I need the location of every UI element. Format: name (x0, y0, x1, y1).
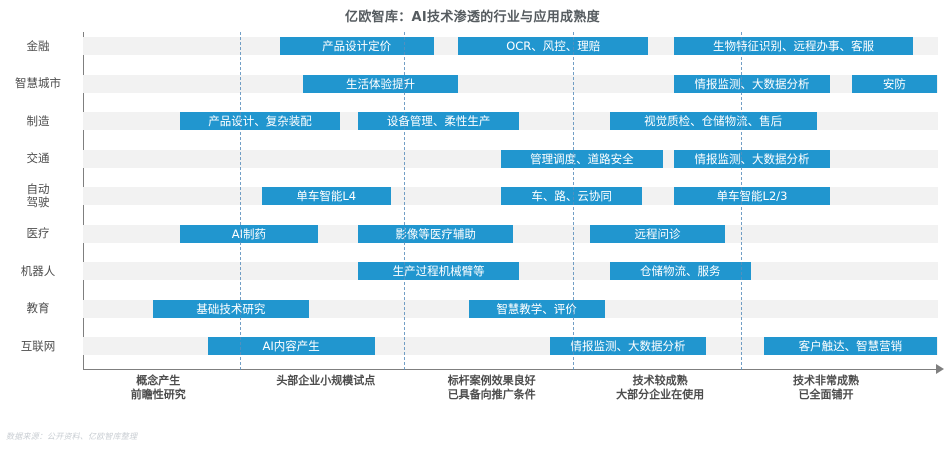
chart-row: 产品设计定价 OCR、风控、理赔 生物特征识别、远程办事、客服 (83, 37, 938, 55)
row-label-line: 机器人 (20, 263, 56, 278)
row-label-line: 智慧城市 (15, 76, 61, 90)
x-axis-caption-line: 技术非常成熟 (792, 374, 859, 387)
row-label-line: 自动 (26, 182, 50, 196)
chart-row: AI制药 影像等医疗辅助 远程问诊 (83, 224, 938, 243)
bar-segment[interactable]: 产品设计、复杂装配 (179, 112, 341, 130)
bar-segment[interactable]: 生产过程机械臂等 (358, 262, 520, 280)
bar-segment[interactable]: 生物特征识别、远程办事、客服 (673, 37, 914, 55)
gridline-4 (741, 32, 743, 370)
bar-segment[interactable]: 情报监测、大数据分析 (673, 74, 831, 93)
row-label-医疗: 医疗 (0, 227, 76, 240)
row-label-自动驾驶: 自动驾驶 (0, 183, 76, 209)
bar-segment[interactable]: 视觉质检、仓储物流、售后 (609, 112, 817, 130)
row-label-line: 金融 (26, 38, 50, 53)
row-label-line: 医疗 (26, 226, 50, 240)
bar-segment[interactable]: 智慧教学、评价 (468, 299, 605, 318)
row-label-金融: 金融 (0, 38, 76, 53)
bar-segment[interactable]: 远程问诊 (590, 224, 726, 243)
x-axis-stage-1: 概念产生前瞻性研究 (78, 374, 238, 402)
chart-row: 单车智能L4 车、路、云协同 单车智能L2/3 (83, 187, 938, 205)
row-label-line: 制造 (26, 113, 50, 128)
bar-segment[interactable]: 安防 (851, 74, 938, 93)
x-axis-stage-3: 标杆案例效果良好已具备向推广条件 (412, 374, 572, 402)
bar-segment[interactable]: 情报监测、大数据分析 (673, 149, 831, 168)
x-axis-caption-line: 头部企业小规模试点 (276, 374, 376, 387)
bar-segment[interactable]: 影像等医疗辅助 (358, 224, 514, 243)
bar-segment[interactable]: 客户触达、智慧营销 (763, 337, 938, 355)
gridline-2 (404, 32, 406, 370)
chart-row: 产品设计、复杂装配设备管理、柔性生产 视觉质检、仓储物流、售后 (83, 112, 938, 130)
row-label-line: 互联网 (20, 338, 56, 353)
chart-row: 基础技术研究 智慧教学、评价 (83, 299, 938, 318)
bar-segment[interactable]: 产品设计定价 (279, 37, 434, 55)
bar-segment[interactable]: 单车智能L4 (261, 187, 391, 205)
source-note: 数据来源：公开资料、亿欧智库整理 (6, 432, 138, 441)
row-label-line: 交通 (26, 151, 50, 165)
row-label-line: 驾驶 (26, 195, 50, 209)
x-axis-caption-line: 大部分企业在使用 (616, 388, 705, 401)
x-axis-stage-4: 技术较成熟大部分企业在使用 (580, 374, 740, 402)
chart-row: 管理调度、道路安全情报监测、大数据分析 (83, 149, 938, 168)
x-axis-arrow-icon (936, 364, 944, 374)
bar-segment[interactable]: 单车智能L2/3 (673, 187, 831, 205)
bar-segment[interactable]: 生活体验提升 (302, 74, 459, 93)
bar-segment[interactable]: 设备管理、柔性生产 (358, 112, 520, 130)
gridline-3 (572, 32, 574, 370)
bar-segment[interactable]: 管理调度、道路安全 (501, 149, 663, 168)
bar-segment[interactable]: AI内容产生 (207, 337, 375, 355)
x-axis-stage-5: 技术非常成熟已全面铺开 (746, 374, 906, 402)
row-label-制造: 制造 (0, 113, 76, 128)
chart-row: AI内容产生 情报监测、大数据分析 客户触达、智慧营销 (83, 337, 938, 355)
x-axis-caption-line: 已全面铺开 (798, 388, 854, 401)
chart-row: 生活体验提升 情报监测、大数据分析 安防 (83, 74, 938, 93)
bar-segment[interactable]: AI制药 (179, 224, 319, 243)
x-axis-caption-line: 技术较成熟 (632, 374, 688, 387)
row-label-line: 教育 (26, 301, 50, 315)
bar-segment[interactable]: 仓储物流、服务 (609, 262, 751, 280)
x-axis-line (83, 369, 938, 370)
bar-segment[interactable]: 车、路、云协同 (501, 187, 643, 205)
x-axis-stage-2: 头部企业小规模试点 (246, 374, 406, 388)
bar-segment[interactable]: 基础技术研究 (153, 299, 309, 318)
chart-row: 生产过程机械臂等 仓储物流、服务 (83, 262, 938, 280)
gridline-1 (240, 32, 242, 370)
x-axis-caption-line: 概念产生 (136, 374, 181, 387)
bar-segment[interactable]: OCR、风控、理赔 (458, 37, 649, 55)
x-axis-caption-line: 已具备向推广条件 (447, 388, 536, 401)
chart-title: 亿欧智库：AI技术渗透的行业与应用成熟度 (345, 10, 600, 25)
row-label-机器人: 机器人 (0, 263, 76, 278)
row-label-互联网: 互联网 (0, 338, 76, 353)
x-axis-caption-line: 标杆案例效果良好 (447, 374, 536, 387)
row-label-交通: 交通 (0, 152, 76, 165)
row-label-智慧城市: 智慧城市 (0, 77, 76, 90)
bar-segment[interactable]: 情报监测、大数据分析 (549, 337, 707, 355)
x-axis-caption-line: 前瞻性研究 (130, 388, 186, 401)
row-label-教育: 教育 (0, 302, 76, 315)
